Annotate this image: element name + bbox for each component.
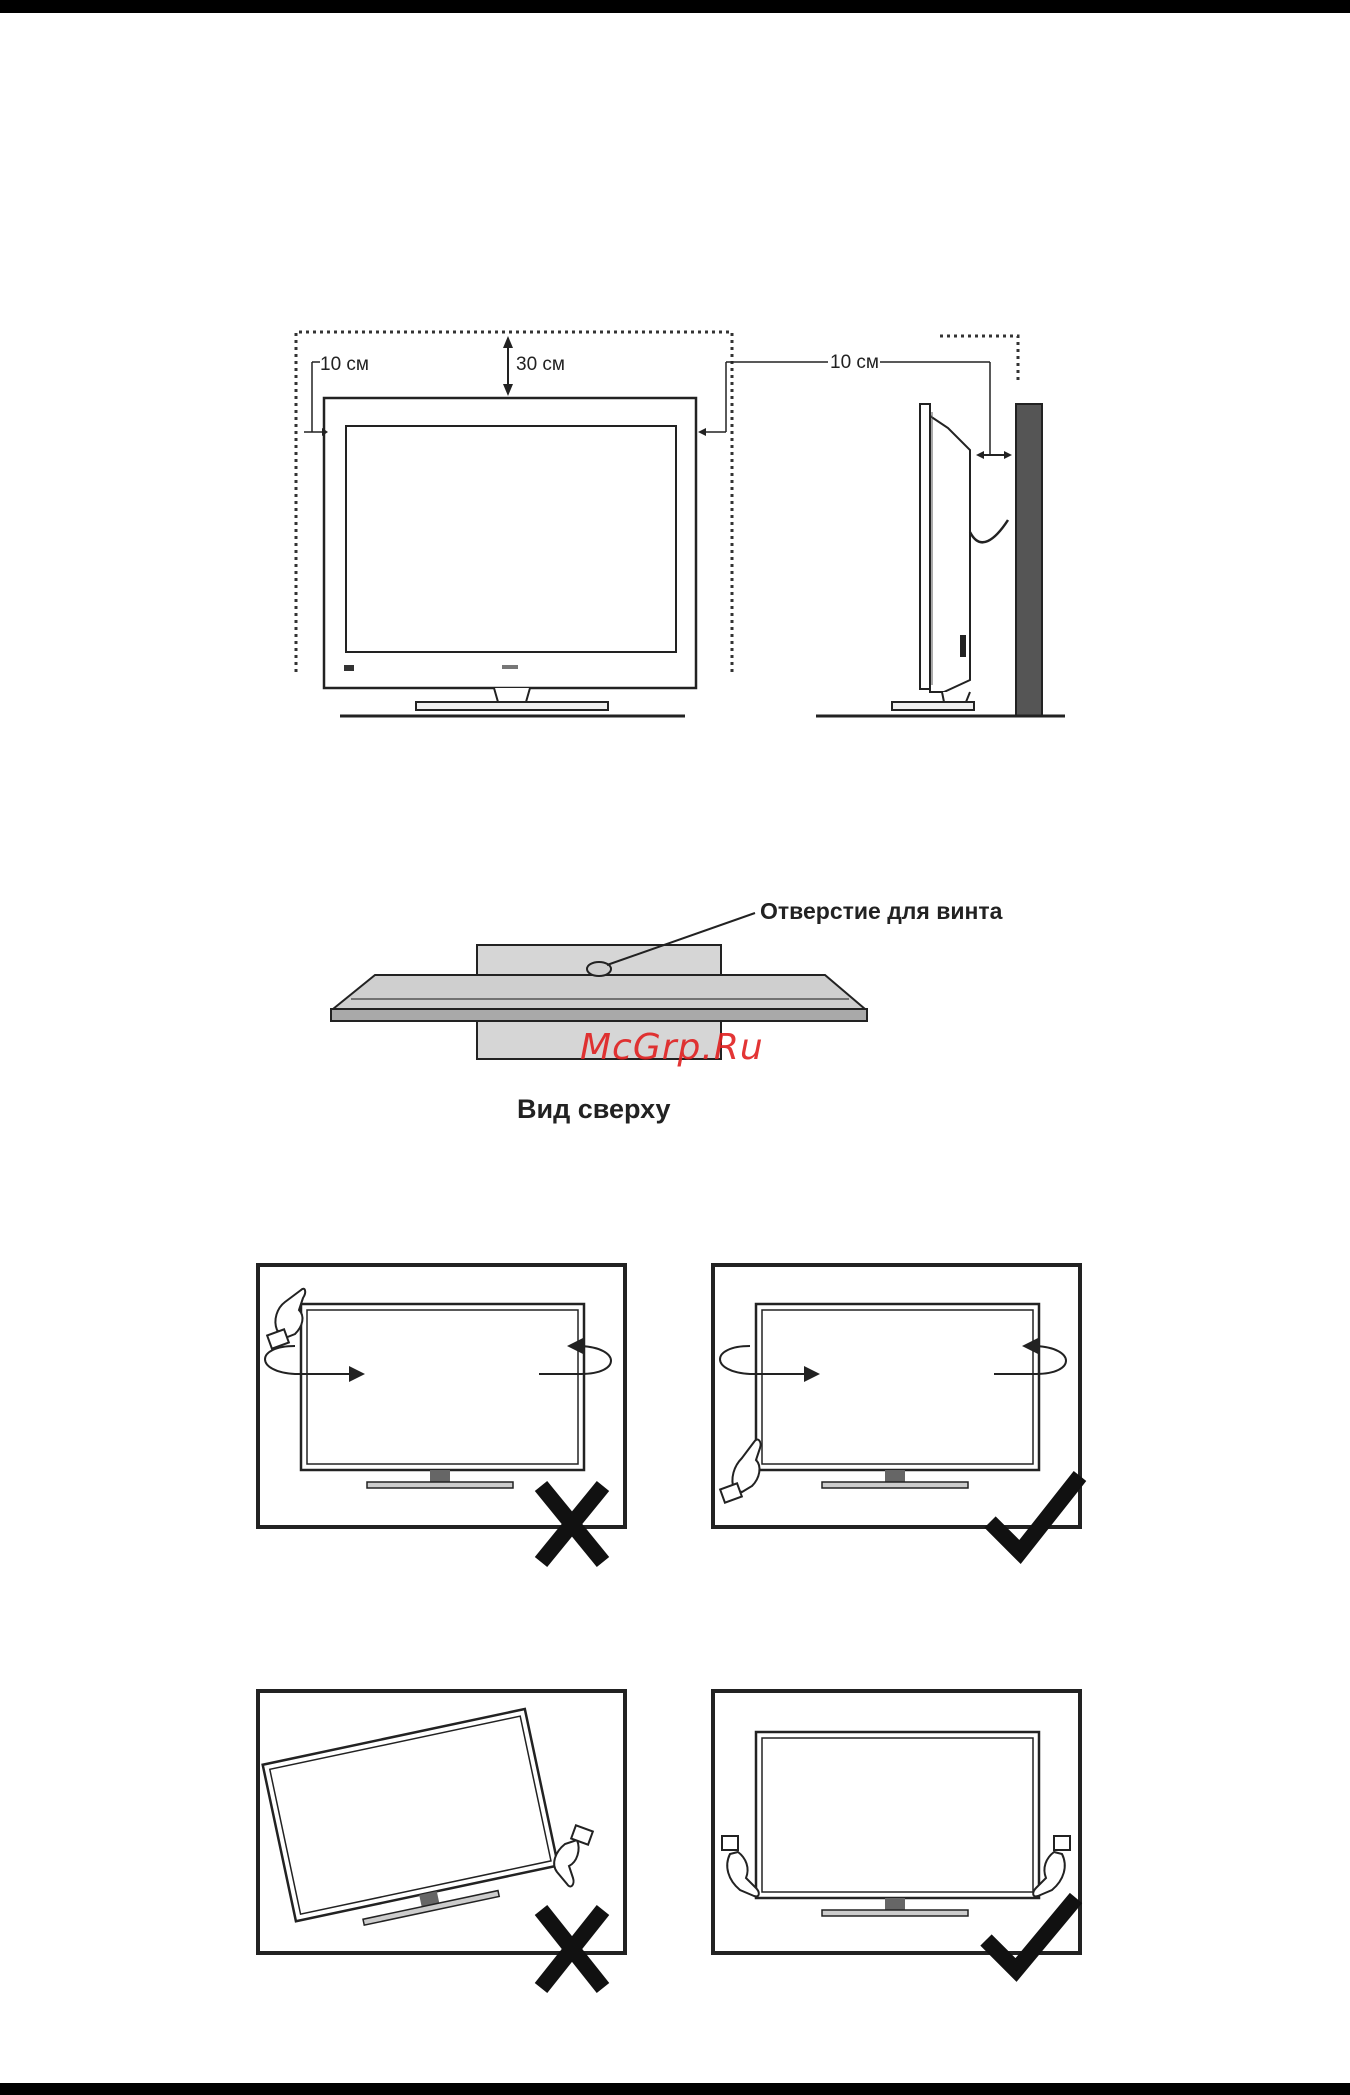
screw-hole-label: Отверстие для винта <box>760 898 1002 925</box>
stand-base-plate <box>333 975 865 1009</box>
top-rule <box>0 0 1350 13</box>
wall <box>1016 404 1042 716</box>
clearance-diagram: 10 см 30 см 10 см <box>280 320 1080 730</box>
handling-panel-3 <box>255 1688 635 2013</box>
back-gap-label: 10 см <box>830 352 879 373</box>
tv-side-panel <box>920 404 930 689</box>
top-gap-label: 30 см <box>516 354 565 375</box>
side-gap-label: 10 см <box>320 354 369 375</box>
handling-panel-1 <box>255 1262 635 1587</box>
watermark: McGrp.Ru <box>580 1027 764 1068</box>
handling-panel-2 <box>710 1262 1095 1587</box>
top-view-caption: Вид сверху <box>517 1094 671 1125</box>
clearance-boundary-side <box>940 336 1018 380</box>
tv-front-screen <box>346 426 676 652</box>
bottom-rule <box>0 2083 1350 2095</box>
handling-panel-4 <box>710 1688 1095 2013</box>
